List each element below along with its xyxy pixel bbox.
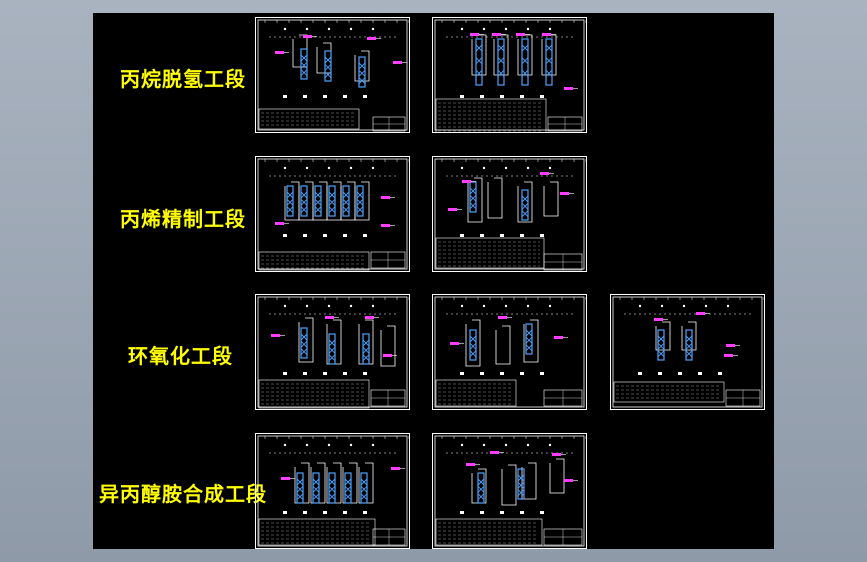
section-label-epoxidation: 环氧化工段 — [128, 344, 233, 368]
sheet-4-2[interactable] — [432, 433, 587, 549]
sheet-3-1-drawing — [255, 294, 410, 410]
sheet-3-1[interactable] — [255, 294, 410, 410]
sheet-1-1-drawing — [255, 17, 410, 133]
section-label-propane-dehydrogenation: 丙烷脱氢工段 — [120, 67, 246, 91]
sheet-3-2-drawing — [432, 294, 587, 410]
sheet-3-2[interactable] — [432, 294, 587, 410]
sheet-1-1[interactable] — [255, 17, 410, 133]
sheet-2-2[interactable] — [432, 156, 587, 272]
section-label-isopropanolamine-synthesis: 异丙醇胺合成工段 — [99, 482, 267, 506]
sheet-3-3[interactable] — [610, 294, 765, 410]
sheet-2-1-drawing — [255, 156, 410, 272]
sheet-1-2[interactable] — [432, 17, 587, 133]
section-label-propylene-refining: 丙烯精制工段 — [120, 207, 246, 231]
sheet-2-1[interactable] — [255, 156, 410, 272]
drawing-canvas: 丙烷脱氢工段 丙烯精制工段 环氧化工段 异丙醇胺合成工段 — [93, 13, 774, 549]
sheet-4-1-drawing — [255, 433, 410, 549]
sheet-4-1[interactable] — [255, 433, 410, 549]
sheet-2-2-drawing — [432, 156, 587, 272]
sheet-4-2-drawing — [432, 433, 587, 549]
sheet-1-2-drawing — [432, 17, 587, 133]
sheet-3-3-drawing — [610, 294, 765, 410]
